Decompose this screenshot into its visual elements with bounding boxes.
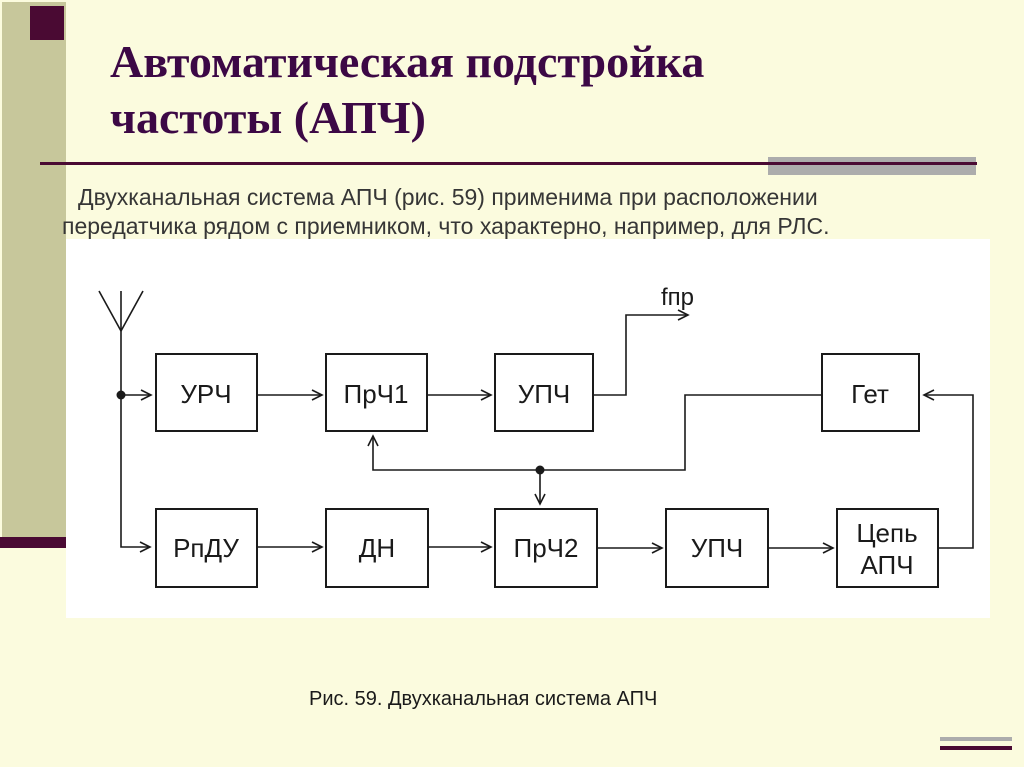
label-prch2: ПрЧ2 [514,533,579,563]
block-get [821,353,920,432]
top-left-accent-square [30,6,64,40]
bottom-right-maroon-accent [940,746,1012,750]
label-cep-apch-line1: Цепь [856,518,917,548]
junction-dot-heterodyne [535,465,545,475]
label-dn: ДН [359,533,395,563]
slide-title-line1: Автоматическая подстройка [110,36,705,87]
label-fpr-output: fпр [661,284,694,311]
title-underline [40,162,977,165]
label-upch2: УПЧ [691,533,744,563]
antenna-icon [98,290,152,553]
block-urch [155,353,258,432]
line-cep-apch-to-get [922,389,974,549]
label-rpdu: РпДУ [173,533,239,563]
title-underline-gray-accent [768,157,976,175]
left-khaki-bar [2,2,66,537]
block-rpdu [155,508,258,588]
label-cep-apch-line2: АПЧ [860,550,913,580]
label-upch1: УПЧ [518,379,571,409]
label-urch: УРЧ [180,379,231,409]
bottom-right-gray-accent [940,737,1012,741]
left-bar-bottom-accent [0,537,66,548]
connector-lines [121,309,974,554]
block-prch2 [494,508,598,588]
label-get: Гет [851,379,889,409]
block-cep-apch [836,508,939,588]
block-upch1 [494,353,594,432]
slide-title: Автоматическая подстройка частоты (АПЧ) [110,34,970,146]
figure-caption: Рис. 59. Двухканальная система АПЧ [309,688,658,710]
junction-dot-antenna [116,390,126,400]
label-prch1: ПрЧ1 [344,379,409,409]
block-dn [325,508,429,588]
diagram-blocks [155,353,939,588]
line-get-to-prch1 [367,394,822,471]
body-paragraph-line1: Двухканальная система АПЧ (рис. 59) прим… [78,184,818,210]
block-upch2 [665,508,769,588]
body-paragraph-line2: передатчика рядом с приемником, что хара… [62,213,830,239]
slide-title-line2: частоты (АПЧ) [110,92,427,143]
arrow-upch1-output-fpr [593,309,690,396]
block-prch1 [325,353,428,432]
